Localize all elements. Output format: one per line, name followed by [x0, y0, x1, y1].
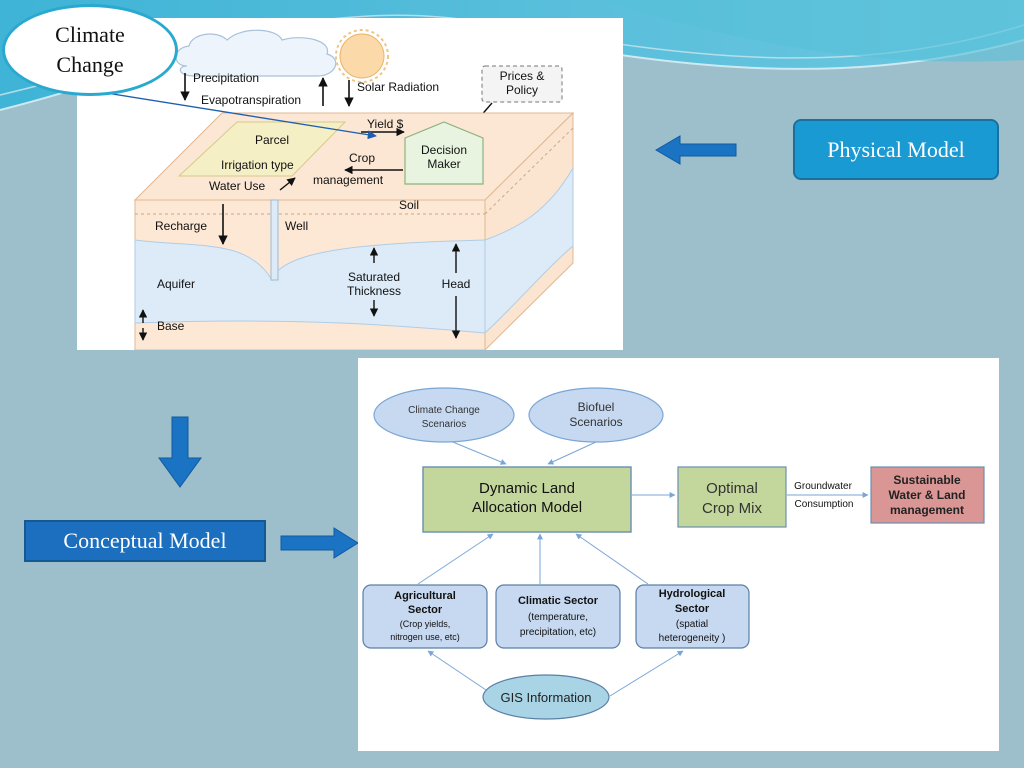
- irrigation-type-label: Irrigation type: [221, 158, 294, 172]
- soil-label: Soil: [399, 198, 419, 212]
- swlm-line2: Water & Land: [889, 488, 966, 502]
- prices-policy-box: [481, 65, 563, 103]
- gis-label: GIS Information: [500, 690, 591, 705]
- biofuel-scenarios-node: [528, 387, 664, 443]
- prices-label: Prices &: [500, 69, 545, 83]
- conceptual-model-button[interactable]: Conceptual Model: [24, 520, 266, 562]
- solar-radiation-label: Solar Radiation: [357, 80, 439, 94]
- evapotranspiration-label: Evapotranspiration: [201, 93, 301, 107]
- climate-change-callout: Climate Change: [2, 4, 178, 96]
- callout-line2: Change: [56, 52, 124, 77]
- biofuel-line2: Scenarios: [569, 415, 622, 429]
- hy-sub1: (spatial: [676, 619, 708, 630]
- hy-title1: Hydrological: [659, 588, 726, 600]
- callout-line1: Climate: [55, 22, 125, 47]
- down-arrow-icon: [158, 416, 202, 488]
- management-label: management: [313, 173, 384, 187]
- parcel-label: Parcel: [255, 133, 289, 147]
- well-shaft: [270, 199, 279, 281]
- cloud-icon: [175, 29, 337, 77]
- conceptual-model-svg: Climate Change Scenarios Biofuel Scenari…: [362, 387, 985, 720]
- climatic-sector-node: [495, 584, 621, 649]
- saturated-label: Saturated: [348, 270, 400, 284]
- groundwater-label: Groundwater: [794, 481, 852, 492]
- cl-sub2: precipitation, etc): [520, 627, 596, 638]
- gis-information-node: [482, 674, 610, 720]
- right-arrow-icon: [280, 527, 359, 559]
- swlm-line3: management: [890, 503, 964, 517]
- base-label: Base: [157, 319, 185, 333]
- hy-sub2: heterogeneity ): [659, 633, 726, 644]
- ocm-line2: Crop Mix: [702, 500, 763, 517]
- left-arrow-icon: [655, 135, 737, 165]
- parcel-area: [177, 121, 347, 177]
- policy-label: Policy: [506, 83, 538, 97]
- cc-scenarios-line2: Scenarios: [422, 419, 466, 430]
- ag-title1: Agricultural: [394, 590, 456, 602]
- cc-scenarios-line1: Climate Change: [408, 405, 480, 416]
- precipitation-label: Precipitation: [193, 71, 259, 85]
- swlm-line1: Sustainable: [893, 473, 961, 487]
- climate-change-scenarios-node: [373, 387, 515, 443]
- hy-title2: Sector: [675, 603, 710, 615]
- recharge-label: Recharge: [155, 219, 207, 233]
- dynamic-land-allocation-node: [422, 466, 632, 533]
- hydrological-sector-node: [635, 584, 750, 649]
- dlam-line1: Dynamic Land: [479, 480, 575, 497]
- crop-label: Crop: [349, 151, 375, 165]
- decision-label: Decision: [421, 143, 467, 157]
- well-label: Well: [285, 219, 308, 233]
- biofuel-line1: Biofuel: [578, 400, 615, 414]
- ocm-line1: Optimal: [706, 480, 758, 497]
- sun-icon: [335, 29, 389, 83]
- conceptual-model-diagram: Climate Change Scenarios Biofuel Scenari…: [358, 358, 999, 751]
- head-label: Head: [442, 277, 471, 291]
- physical-model-button[interactable]: Physical Model: [793, 119, 999, 180]
- cl-sub1: (temperature,: [528, 612, 588, 623]
- dlam-line2: Allocation Model: [472, 499, 582, 516]
- cl-title: Climatic Sector: [518, 595, 599, 607]
- physical-model-svg: Precipitation Evapotranspiration Solar R…: [133, 29, 575, 352]
- yield-label: Yield $: [367, 117, 404, 131]
- consumption-label: Consumption: [795, 499, 854, 510]
- aquifer-region: [134, 239, 486, 334]
- ag-sub1: (Crop yields,: [400, 619, 451, 629]
- physical-model-diagram: Precipitation Evapotranspiration Solar R…: [77, 18, 623, 352]
- agricultural-sector-node: [362, 584, 488, 649]
- optimal-crop-mix-node: [677, 466, 787, 528]
- sustainable-management-node: [870, 466, 985, 524]
- water-use-label: Water Use: [209, 179, 266, 193]
- thickness-label: Thickness: [347, 284, 401, 298]
- maker-label: Maker: [427, 157, 460, 171]
- ag-title2: Sector: [408, 604, 443, 616]
- aquifer-label: Aquifer: [157, 277, 195, 291]
- decision-maker-box: [404, 121, 484, 185]
- ag-sub2: nitrogen use, etc): [390, 632, 460, 642]
